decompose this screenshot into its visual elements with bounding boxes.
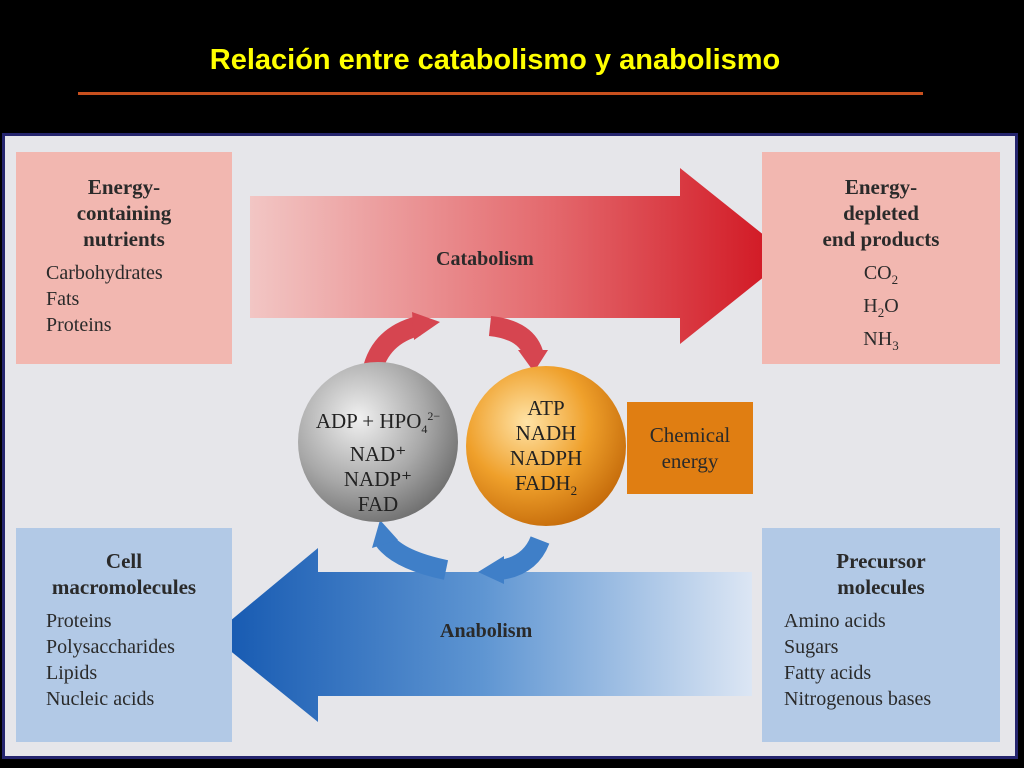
list-item: Sugars bbox=[784, 636, 839, 658]
list-item: Polysaccharides bbox=[46, 636, 175, 658]
nh3-formula: NH3 bbox=[863, 328, 899, 353]
cell-macromolecules-title: Cell macromolecules bbox=[51, 549, 197, 599]
list-item: Lipids bbox=[46, 662, 98, 684]
list-item: Proteins bbox=[46, 314, 112, 336]
adp-phosphate-line: ADP + HPO42− bbox=[315, 409, 441, 437]
fad-line: FAD bbox=[357, 492, 399, 517]
nad-line: NAD⁺ bbox=[349, 442, 407, 467]
precursor-molecules-box: Precursor molecules Amino acids Sugars F… bbox=[762, 528, 1000, 742]
energy-carriers-circle bbox=[466, 366, 626, 526]
atp-line: ATP bbox=[527, 396, 565, 420]
precursor-list: Amino acids Sugars Fatty acids Nitrogeno… bbox=[762, 608, 1000, 712]
slide-title: Relación entre catabolismo y anabolismo bbox=[209, 44, 781, 76]
list-item: Carbohydrates bbox=[46, 262, 163, 284]
anabolism-arrow bbox=[212, 548, 752, 722]
nadp-line: NADP⁺ bbox=[343, 467, 413, 492]
spent-carriers-text: ADP + HPO42− NAD⁺ NADP⁺ FAD bbox=[298, 404, 458, 517]
list-item: Nitrogenous bases bbox=[784, 688, 932, 710]
cycle-arrow-blue-left bbox=[375, 533, 449, 580]
list-item: Fatty acids bbox=[784, 662, 872, 684]
cell-macromolecules-box: Cell macromolecules Proteins Polysacchar… bbox=[16, 528, 232, 742]
anabolism-label: Anabolism bbox=[440, 620, 533, 642]
energy-depleted-end-products-box: Energy- depleted end products CO2 H2O NH… bbox=[762, 152, 1000, 364]
end-products-list: CO2 H2O NH3 bbox=[762, 260, 1000, 359]
chemical-energy-box: Chemical energy bbox=[627, 402, 753, 494]
nadh-line: NADH bbox=[515, 421, 577, 445]
catabolism-arrow bbox=[250, 168, 790, 344]
list-item: Nucleic acids bbox=[46, 688, 155, 710]
list-item: Proteins bbox=[46, 610, 112, 632]
list-item: Fats bbox=[46, 288, 80, 310]
macromolecules-list: Proteins Polysaccharides Lipids Nucleic … bbox=[16, 608, 232, 712]
energy-containing-nutrients-title: Energy- containing nutrients bbox=[76, 175, 172, 251]
catabolism-label: Catabolism bbox=[436, 248, 534, 270]
spent-carriers-circle bbox=[298, 362, 458, 522]
energy-containing-nutrients-box: Energy- containing nutrients Carbohydrat… bbox=[16, 152, 232, 364]
energy-carriers-text: ATP NADH NADPH FADH2 bbox=[466, 396, 626, 503]
title-underline bbox=[78, 92, 923, 95]
precursor-molecules-title: Precursor molecules bbox=[836, 549, 926, 599]
fadh2-line: FADH2 bbox=[514, 471, 578, 499]
co2-formula: CO2 bbox=[863, 262, 899, 287]
list-item: Amino acids bbox=[784, 610, 886, 632]
cycle-arrow-blue-right bbox=[498, 535, 550, 580]
nutrients-list: Carbohydrates Fats Proteins bbox=[16, 260, 232, 338]
nadph-line: NADPH bbox=[509, 446, 583, 470]
h2o-formula: H2O bbox=[863, 295, 899, 320]
energy-depleted-end-products-title: Energy- depleted end products bbox=[822, 175, 940, 251]
